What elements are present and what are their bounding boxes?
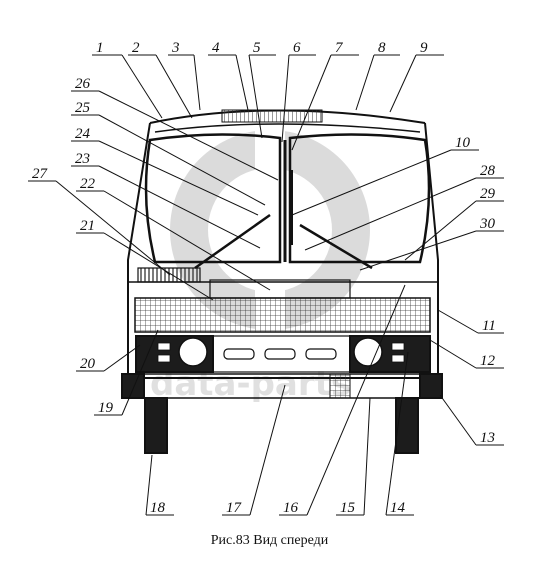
- callout-label-21: 21: [80, 218, 95, 234]
- callout-leader-19: [121, 329, 159, 416]
- callout-leader-6: [281, 54, 290, 143]
- callout-label-26: 26: [75, 76, 91, 92]
- callout-label-18: 18: [150, 500, 166, 516]
- callout-leader-15: [363, 397, 371, 516]
- callout-leader-7: [291, 54, 332, 151]
- callout-label-29: 29: [480, 186, 496, 202]
- callout-leader-5: [248, 54, 263, 139]
- callout-label-20: 20: [80, 356, 96, 372]
- callout-label-24: 24: [75, 126, 91, 142]
- callout-label-25: 25: [75, 100, 91, 116]
- callout-leader-1: [121, 54, 163, 119]
- callout-leader-8: [355, 54, 375, 111]
- leader-lines: [28, 54, 504, 516]
- callout-leader-25: [98, 114, 266, 206]
- callout-leader-14: [385, 351, 409, 516]
- bus-outline: [121, 109, 443, 454]
- callout-leader-9: [389, 54, 417, 113]
- callout-label-6: 6: [293, 40, 301, 56]
- callout-leader-24: [98, 140, 259, 216]
- callout-leader-17: [249, 384, 286, 516]
- callout-label-4: 4: [212, 40, 220, 56]
- callout-label-2: 2: [132, 40, 140, 56]
- callout-leader-2: [155, 54, 193, 119]
- callout-leader-23: [98, 165, 261, 249]
- callout-leader-30: [359, 230, 477, 271]
- callout-leader-13: [439, 394, 477, 446]
- callout-leader-16: [306, 284, 406, 516]
- callout-label-22: 22: [80, 176, 96, 192]
- callout-label-5: 5: [253, 40, 261, 56]
- callout-leader-3: [193, 54, 201, 111]
- callout-label-1: 1: [96, 40, 104, 56]
- callout-leader-20: [103, 344, 141, 372]
- callout-leader-21: [103, 232, 214, 301]
- callout-label-30: 30: [479, 216, 496, 232]
- callout-label-27: 27: [32, 166, 49, 182]
- callout-leader-4: [235, 54, 249, 111]
- callout-label-10: 10: [455, 135, 471, 151]
- figure-caption: Рис.83 Вид спереди: [210, 533, 329, 548]
- callout-label-16: 16: [283, 500, 299, 516]
- callout-leader-12: [429, 339, 477, 369]
- callout-leader-11: [437, 309, 479, 334]
- callout-label-17: 17: [226, 500, 243, 516]
- callout-leader-27: [55, 180, 171, 276]
- callout-leader-18: [145, 454, 153, 516]
- callout-label-14: 14: [390, 500, 406, 516]
- callout-label-8: 8: [378, 40, 386, 56]
- callout-label-11: 11: [482, 318, 496, 334]
- callout-label-23: 23: [75, 151, 90, 167]
- callout-label-15: 15: [340, 500, 356, 516]
- callout-leader-10: [291, 149, 452, 216]
- callout-label-3: 3: [171, 40, 180, 56]
- callout-label-19: 19: [98, 400, 114, 416]
- callout-leader-28: [304, 177, 477, 251]
- callout-label-28: 28: [480, 163, 496, 179]
- callout-label-9: 9: [420, 40, 428, 56]
- callout-leader-26: [98, 90, 279, 181]
- callout-leader-29: [404, 200, 477, 261]
- callout-label-12: 12: [480, 353, 496, 369]
- callout-label-7: 7: [335, 40, 344, 56]
- callout-leader-22: [103, 190, 271, 291]
- callout-label-13: 13: [480, 430, 495, 446]
